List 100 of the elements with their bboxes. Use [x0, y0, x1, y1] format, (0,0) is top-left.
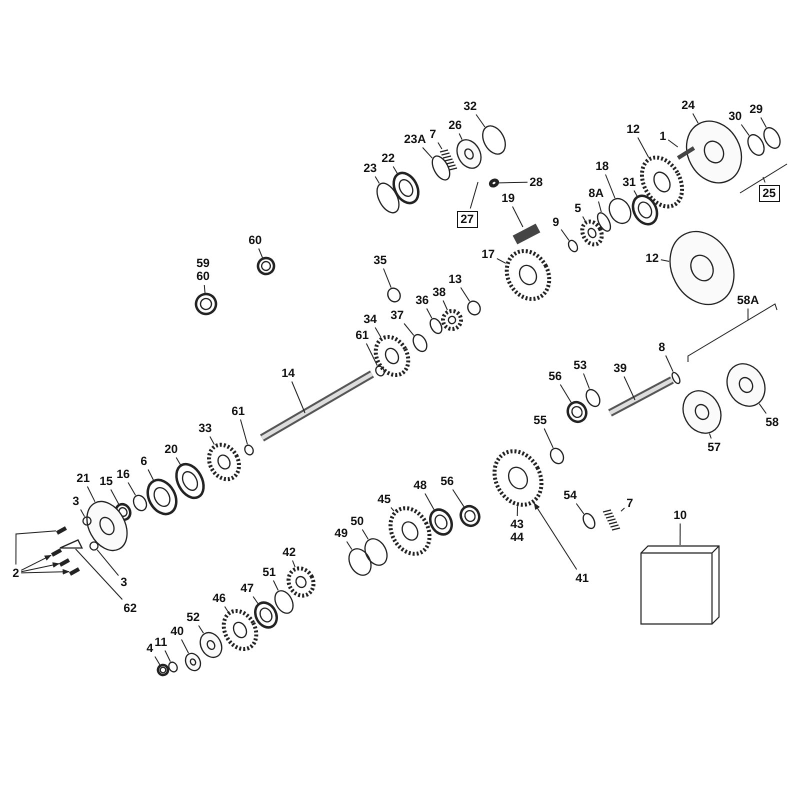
callout-number: 52 [186, 610, 200, 624]
washer-disk [669, 230, 735, 306]
leader-line [383, 268, 392, 288]
callout-number: 28 [530, 176, 543, 188]
snap-ring [763, 127, 781, 149]
snap-ring [596, 212, 612, 232]
callout-number: 34 [364, 312, 377, 326]
callout-number: 33 [198, 422, 212, 434]
leader-line [75, 548, 123, 600]
leader-line [692, 113, 699, 124]
leader-line [128, 482, 136, 496]
callout-number: 60 [248, 234, 262, 246]
callout-number: 51 [262, 566, 276, 578]
spring [602, 509, 620, 531]
callout-number: 58A [737, 294, 760, 306]
snap-ring [467, 300, 481, 316]
gear [504, 249, 552, 301]
callout-number: 7 [626, 496, 634, 510]
screw [51, 548, 62, 557]
leader-line [438, 142, 442, 150]
shaft [608, 376, 674, 417]
callout-number: 35 [374, 254, 387, 266]
callout-number: 18 [596, 160, 609, 172]
bearing [156, 664, 170, 676]
snap-ring [747, 134, 765, 156]
leader-line [496, 258, 506, 264]
callout-number: 57 [708, 440, 721, 454]
leader-line [209, 436, 215, 445]
arrow [20, 554, 52, 571]
callout-number: 48 [414, 478, 427, 492]
bearing [146, 478, 178, 516]
snap-ring [430, 318, 442, 334]
arrow [20, 568, 70, 575]
snap-ring [432, 155, 450, 181]
leader-line [422, 147, 433, 159]
leader-line [148, 469, 154, 480]
leader-line [476, 114, 486, 128]
leader-line [424, 493, 435, 510]
callout-number: 13 [448, 272, 462, 286]
callout-number: 3 [120, 576, 128, 588]
callout-number: 37 [390, 308, 404, 322]
callout-number: 61 [356, 328, 369, 342]
callout-number: 55 [534, 414, 547, 426]
leader-line [362, 529, 369, 540]
leader-line [15, 530, 56, 565]
leader-line [252, 596, 258, 604]
leader-line [291, 381, 306, 414]
callout-number: 58 [766, 416, 779, 428]
leader-line [576, 503, 584, 514]
bearing [488, 178, 500, 188]
shaft [260, 370, 374, 442]
leader-line [80, 509, 86, 518]
leader-line [198, 625, 204, 634]
callout-number: 40 [170, 624, 184, 638]
leader-line [374, 327, 382, 338]
leader-line [598, 201, 602, 212]
snap-ring [375, 366, 385, 376]
washer-disk [456, 139, 482, 169]
gear [640, 156, 684, 208]
leader-line [240, 419, 248, 445]
bolt [676, 146, 696, 160]
callout-number: 42 [282, 546, 296, 558]
leader-line [760, 117, 767, 128]
leader-line [442, 300, 448, 310]
screw [59, 558, 70, 567]
callout-number: 38 [432, 286, 446, 298]
snap-ring [482, 125, 506, 155]
callout-number: 41 [576, 572, 589, 584]
leader-line [560, 229, 570, 241]
leader-line [668, 139, 678, 148]
bearing [194, 292, 218, 316]
leader-line [709, 433, 712, 439]
leader-line [366, 343, 378, 366]
gear [441, 309, 463, 331]
leader-line [204, 284, 206, 294]
callout-number: 8 [658, 340, 666, 354]
gear [388, 506, 432, 556]
snap-ring [387, 288, 401, 302]
gear [580, 220, 604, 246]
bearing [256, 256, 276, 276]
snap-ring [364, 538, 388, 566]
callout-number: 56 [440, 474, 454, 488]
leader-line [544, 428, 554, 448]
snap-ring [244, 444, 254, 456]
leader-line [224, 606, 228, 612]
callout-number: 50 [350, 514, 364, 528]
callout-number: 30 [728, 110, 742, 122]
callout-number: 39 [614, 362, 627, 374]
washer-disk [200, 632, 222, 658]
washer-disk [86, 500, 128, 552]
callout-number: 19 [502, 192, 515, 204]
callout-number: 2 [12, 566, 20, 580]
callout-number: 31 [622, 176, 636, 188]
leader-line [346, 541, 352, 550]
callout-number: 29 [750, 102, 763, 116]
callout-number: 53 [574, 358, 587, 372]
leader-line [620, 508, 625, 512]
snap-ring [376, 182, 400, 214]
leader-line [452, 489, 464, 508]
leader-line [164, 650, 171, 662]
